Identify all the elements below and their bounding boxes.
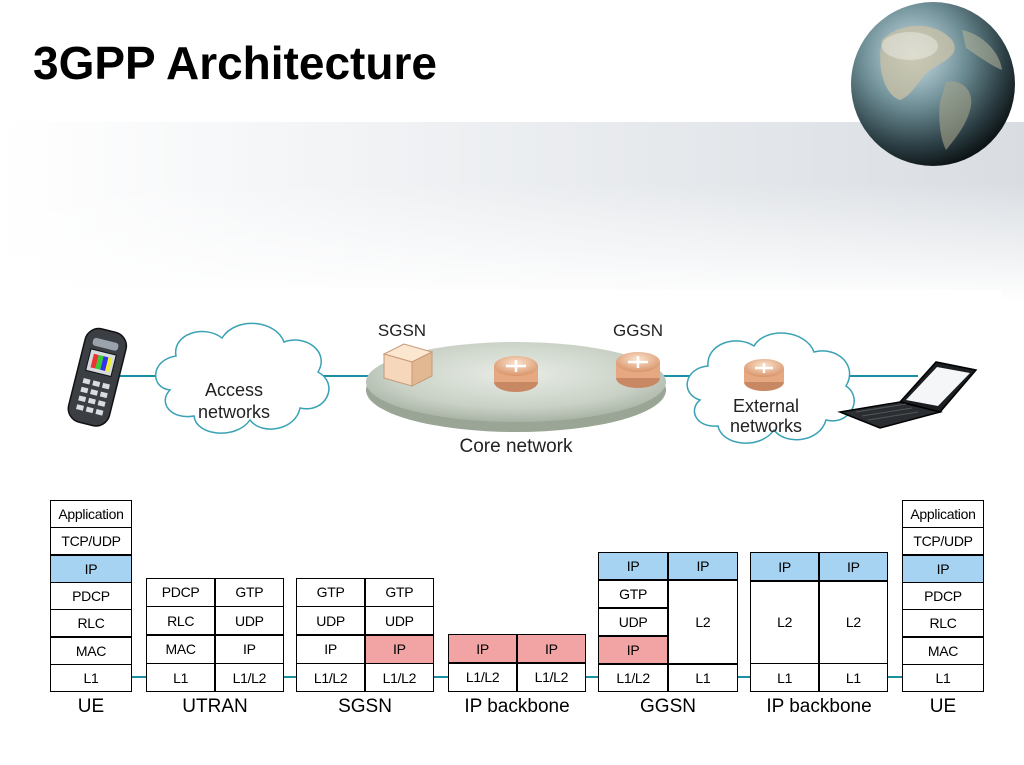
stack-cell-ip: IP: [51, 555, 131, 582]
stack-cell-l2: L2: [819, 581, 887, 663]
link-line-ggsn-backbone: [738, 676, 750, 678]
stack-cell-rlc: RLC: [147, 607, 215, 635]
stack-cell-mac: MAC: [147, 635, 215, 663]
stack-cell-ip: IP: [751, 553, 819, 580]
stack-cell-l1-l2: L1/L2: [599, 664, 668, 691]
stack-cell-pdcp: PDCP: [903, 583, 983, 609]
protocol-stack-ip-backbone-2: IP IP L2 L2 L1 L1: [750, 552, 888, 692]
stack-cell-l1-l2: L1/L2: [449, 663, 517, 691]
protocol-stack-sgsn: GTP GTP UDP UDP IP IP L1/L2 L1/L2: [296, 578, 434, 692]
stack-cell-l2: L2: [668, 580, 737, 664]
stack-cell-ip: IP: [599, 553, 668, 580]
stack-cell-ip: IP: [517, 635, 585, 663]
stack-label-ue-left: UE: [77, 696, 105, 717]
stack-cell-gtp: GTP: [297, 579, 365, 606]
ggsn-label: GGSN: [613, 321, 663, 340]
stack-cell-udp: UDP: [599, 608, 668, 636]
stack-cell-l2: L2: [751, 581, 819, 663]
ggsn-router-icon: [616, 352, 660, 388]
stack-cell-l1: L1: [668, 664, 737, 691]
globe-icon: [851, 2, 1015, 166]
stack-cell-rlc: RLC: [903, 610, 983, 637]
protocol-stack-utran: PDCP GTP RLC UDP MAC IP L1 L1/L2: [146, 578, 284, 692]
stack-cell-tcp-udp: TCP/UDP: [903, 528, 983, 555]
stack-label-ue-right: UE: [929, 696, 957, 717]
stack-cell-application: Application: [51, 501, 131, 527]
stack-label-ip-backbone-1: IP backbone: [464, 696, 570, 717]
stack-cell-ip: IP: [365, 635, 433, 663]
link-line-utran-sgsn: [284, 676, 296, 678]
sgsn-node: [382, 343, 434, 387]
stack-label-utran: UTRAN: [182, 696, 248, 717]
stack-cell-l1: L1: [51, 665, 131, 691]
stack-cell-ip: IP: [449, 635, 517, 663]
stack-cell-pdcp: PDCP: [51, 583, 131, 609]
stack-cell-l1: L1: [751, 664, 819, 691]
stack-cell-l1-l2: L1/L2: [517, 663, 585, 691]
stack-cell-udp: UDP: [215, 607, 283, 635]
title-background-band: [0, 122, 1024, 302]
stack-cell-ip: IP: [215, 635, 283, 663]
stack-cell-l1-l2: L1/L2: [365, 664, 433, 691]
protocol-stack-ip-backbone-1: IP IP L1/L2 L1/L2: [448, 634, 586, 692]
link-line-backbone-ggsn: [586, 676, 598, 678]
stack-cell-pdcp: PDCP: [147, 579, 215, 606]
access-networks-cloud: [154, 322, 330, 434]
stack-label-sgsn: SGSN: [338, 696, 392, 717]
stack-cell-gtp: GTP: [365, 579, 433, 606]
stack-cell-l1-l2: L1/L2: [297, 664, 365, 691]
laptop-icon: [837, 361, 978, 429]
stack-label-ggsn: GGSN: [640, 696, 696, 717]
slide-title: 3GPP Architecture: [33, 37, 437, 89]
stack-cell-l1: L1: [147, 664, 215, 691]
core-router-icon: [494, 356, 538, 392]
link-line-backbone-ue: [888, 676, 902, 678]
stack-cell-l1: L1: [903, 665, 983, 691]
link-line-ue-utran: [132, 676, 146, 678]
stack-cell-ip: IP: [599, 636, 668, 664]
stack-cell-gtp: GTP: [215, 579, 283, 606]
stack-cell-application: Application: [903, 501, 983, 527]
stack-cell-mac: MAC: [903, 637, 983, 664]
stack-cell-udp: UDP: [365, 607, 433, 635]
protocol-stack-ggsn: IP IP GTP L2 UDP IP L1/L2 L1: [598, 552, 738, 692]
stack-cell-mac: MAC: [51, 637, 131, 664]
stack-label-ip-backbone-2: IP backbone: [766, 696, 872, 717]
core-network-label: Core network: [460, 436, 573, 457]
mobile-phone-icon: [67, 327, 128, 427]
stack-cell-l1: L1: [819, 664, 887, 691]
link-line-sgsn-backbone: [434, 676, 448, 678]
protocol-stack-ue-right: Application TCP/UDP IP PDCP RLC MAC L1: [902, 500, 984, 692]
stack-cell-udp: UDP: [297, 607, 365, 635]
stack-cell-ip: IP: [903, 555, 983, 582]
stack-cell-rlc: RLC: [51, 610, 131, 637]
stack-cell-ip: IP: [668, 553, 737, 580]
protocol-stack-ue-left: Application TCP/UDP IP PDCP RLC MAC L1: [50, 500, 132, 692]
stack-cell-tcp-udp: TCP/UDP: [51, 528, 131, 555]
stack-cell-ip: IP: [819, 553, 887, 580]
stack-cell-gtp: GTP: [599, 580, 668, 608]
stack-cell-ip: IP: [297, 635, 365, 663]
sgsn-label: SGSN: [378, 321, 426, 340]
external-router-icon: [744, 359, 784, 391]
stack-cell-l1-l2: L1/L2: [215, 664, 283, 691]
